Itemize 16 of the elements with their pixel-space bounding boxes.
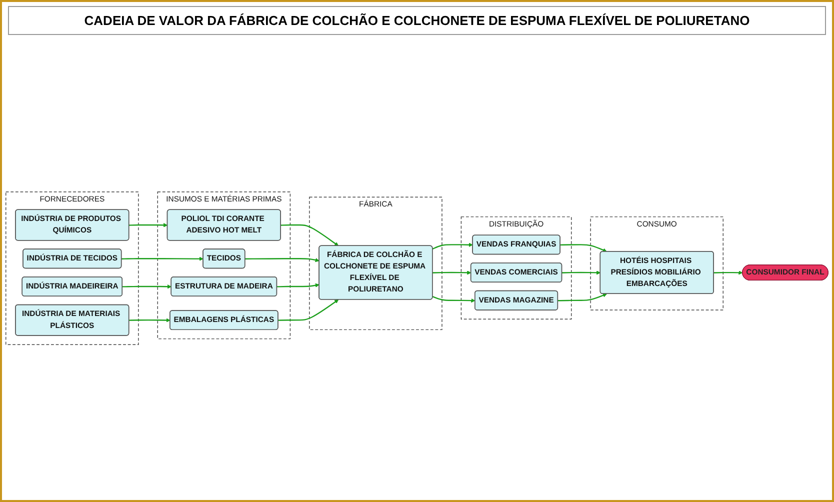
arrow: [432, 243, 473, 250]
arrow: [714, 270, 743, 276]
arrow: [560, 244, 607, 252]
arrow: [432, 270, 472, 276]
arrow: [278, 300, 339, 322]
arrow: [245, 258, 320, 262]
arrow: [122, 257, 204, 262]
arrow: [276, 284, 320, 288]
arrow: [280, 224, 339, 246]
diagram-title: CADEIA DE VALOR DA FÁBRICA DE COLCHÃO E COLCHONETE DE ESPUMA FLEXÍVEL DE POLIURETANO: [8, 6, 826, 35]
arrow: [558, 294, 607, 302]
arrow: [122, 284, 172, 290]
arrow: [562, 270, 601, 276]
arrow: [129, 318, 170, 323]
arrow: [432, 296, 476, 303]
arrow: [129, 223, 168, 228]
